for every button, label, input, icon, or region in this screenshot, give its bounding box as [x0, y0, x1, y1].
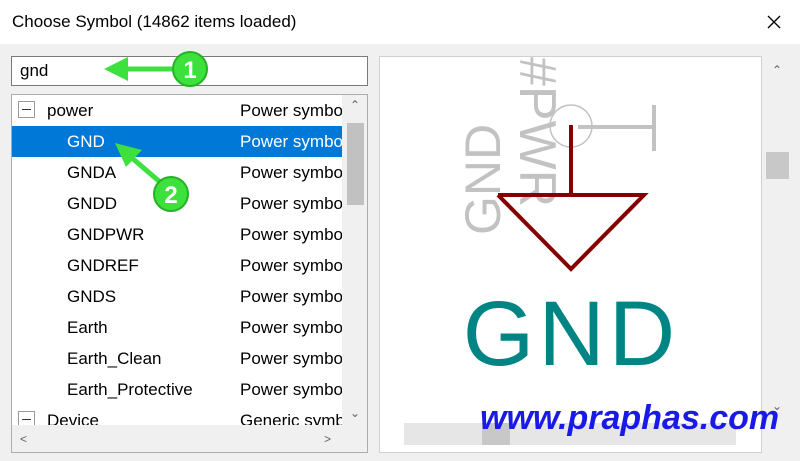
tree-vertical-scroll-thumb[interactable]	[347, 123, 364, 205]
tree-item-name: GNDPWR	[67, 225, 145, 244]
scroll-left-icon[interactable]: <	[20, 432, 28, 446]
preview-scroll-down-icon[interactable]: ⌄	[772, 399, 783, 413]
tree-symbol-row[interactable]: Earth_Protective Power symbo	[12, 374, 342, 405]
tree-item-description: Power symbo	[240, 380, 342, 399]
tree-item-name: Earth_Protective	[67, 380, 193, 399]
tree-vertical-scrollbar[interactable]: ⌃ ⌄	[342, 95, 367, 425]
scroll-up-icon[interactable]: ⌃	[350, 98, 361, 112]
watermark-text: www.praphas.com	[480, 399, 780, 437]
tree-item-name: GNDS	[67, 287, 117, 306]
tree-item-name: Device	[47, 411, 99, 425]
scroll-down-icon[interactable]: ⌄	[350, 406, 361, 420]
callout-1-badge: 1	[172, 51, 208, 87]
collapse-icon[interactable]	[18, 101, 35, 118]
preview-vertical-scrollbar[interactable]: ⌃ ⌄	[763, 56, 793, 426]
callout-2-arrow	[130, 156, 162, 184]
tree-symbol-row[interactable]: Earth_Clean Power symbo	[12, 343, 342, 374]
gnd-symbol-label: GND	[463, 283, 679, 385]
tree-item-description: Power symbo	[240, 318, 342, 337]
callout-2-arrowhead	[115, 143, 142, 167]
collapse-icon[interactable]	[18, 411, 35, 425]
tree-symbol-row[interactable]: GNDS Power symbo	[12, 281, 342, 312]
preview-vertical-scroll-thumb[interactable]	[766, 152, 789, 179]
tree-item-description: Power symbo	[240, 194, 342, 213]
tree-item-description: Power symbo	[240, 287, 342, 306]
tree-item-name: GNDREF	[67, 256, 139, 275]
tree-symbol-row[interactable]: GNDD Power symbo	[12, 188, 342, 219]
gnd-triangle	[496, 193, 649, 272]
preview-scroll-up-icon[interactable]: ⌃	[772, 63, 783, 77]
tree-symbol-row[interactable]: GNDA Power symbo	[12, 157, 342, 188]
callout-1-arrowhead	[104, 57, 128, 81]
preview-horizontal-scrollbar[interactable]	[404, 423, 736, 445]
preview-horizontal-scroll-thumb[interactable]	[482, 423, 510, 445]
tree-item-name: power	[47, 101, 94, 120]
scroll-right-icon[interactable]: >	[324, 432, 332, 446]
symbol-pin-name-text: GND	[455, 124, 511, 235]
callout-2-badge: 2	[153, 176, 189, 212]
symbol-preview: #PWR GND GND	[379, 56, 762, 453]
gnd-symbol-drawing: #PWR GND GND	[455, 57, 679, 385]
tree-item-description: Generic symb	[240, 411, 342, 425]
tree-item-description: Power symbo	[240, 225, 342, 244]
tree-item-description: Power symbo	[240, 101, 342, 120]
tree-library-row[interactable]: Device Generic symb	[12, 405, 342, 425]
tree-item-description: Power symbo	[240, 256, 342, 275]
window-title: Choose Symbol (14862 items loaded)	[12, 12, 297, 31]
tree-symbol-row[interactable]: GNDREF Power symbo	[12, 250, 342, 281]
tree-item-name: Earth	[67, 318, 108, 337]
scroll-corner	[342, 425, 367, 452]
title-bar: Choose Symbol (14862 items loaded)	[0, 0, 800, 44]
tree-item-description: Power symbo	[240, 349, 342, 368]
tree-item-name: GNDA	[67, 163, 117, 182]
tree-symbol-row[interactable]: GNDPWR Power symbo	[12, 219, 342, 250]
tree-symbol-row[interactable]: Earth Power symbo	[12, 312, 342, 343]
symbol-reference-text: #PWR	[508, 57, 566, 207]
tree-item-name: GNDD	[67, 194, 118, 213]
tree-item-name: GND	[67, 132, 105, 151]
tree-item-name: Earth_Clean	[67, 349, 162, 368]
tree-item-description: Power symbo	[240, 163, 342, 182]
tree-symbol-row[interactable]: GND Power symbo	[12, 126, 342, 157]
close-icon[interactable]	[757, 8, 791, 36]
tree-item-description: Power symbo	[240, 132, 342, 151]
tree-library-row[interactable]: power Power symbo	[12, 95, 342, 126]
tree-horizontal-scrollbar[interactable]: < >	[12, 425, 342, 452]
